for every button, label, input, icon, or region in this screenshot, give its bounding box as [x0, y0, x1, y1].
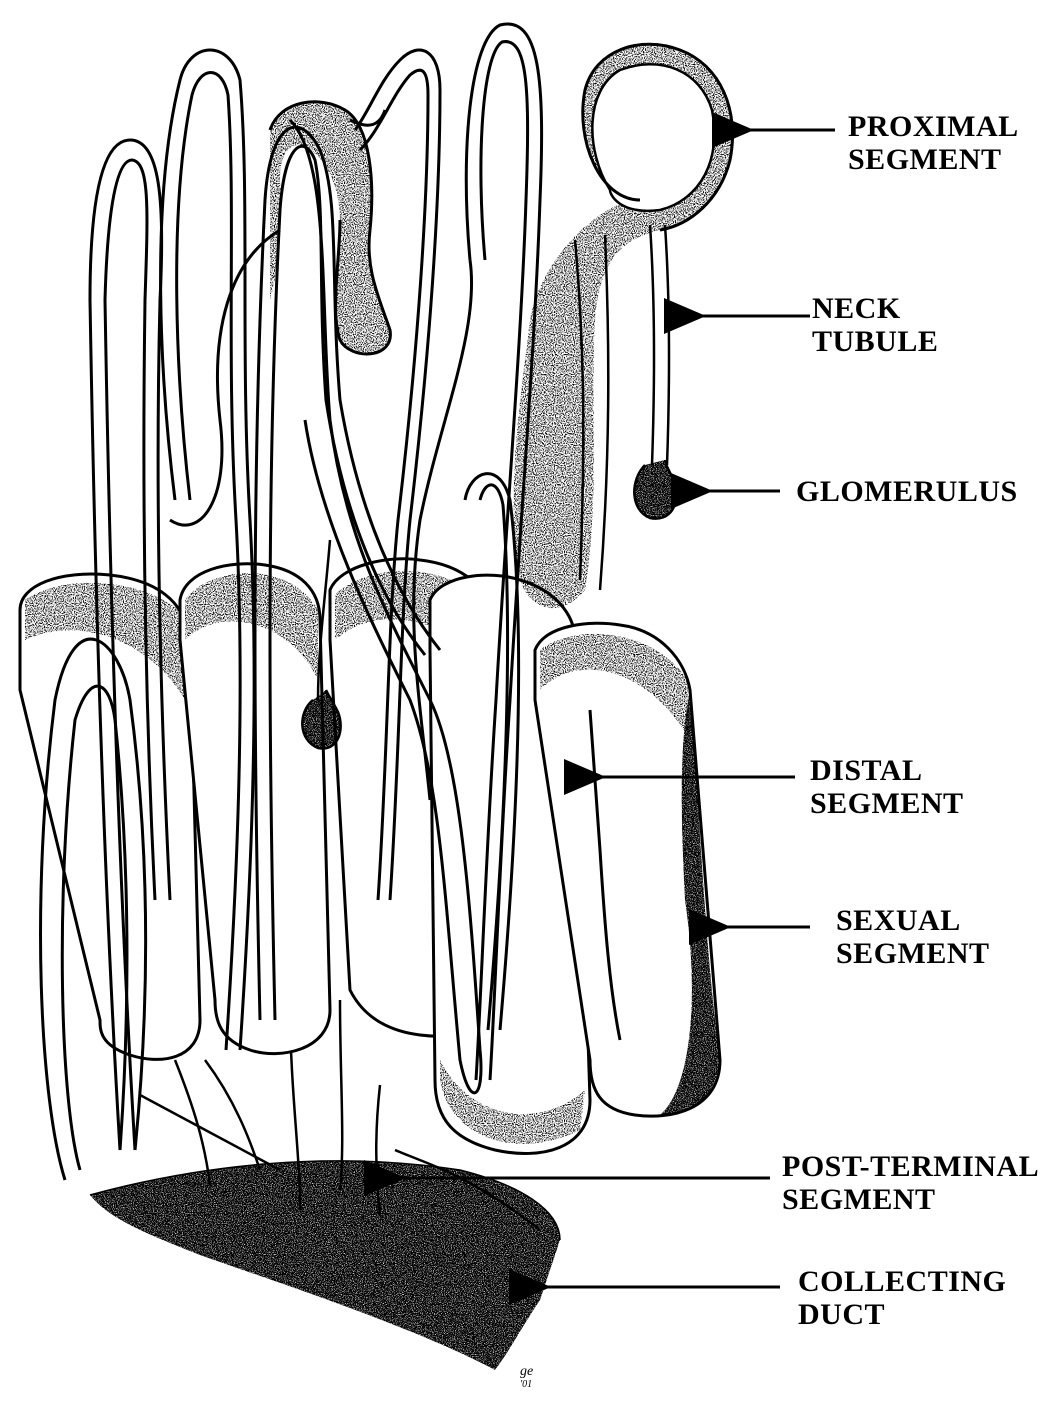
label-post-terminal-segment: POST-TERMINAL SEGMENT — [782, 1150, 1039, 1216]
label-distal-line2: SEGMENT — [810, 787, 964, 820]
label-sexual-segment: SEXUAL SEGMENT — [836, 904, 990, 970]
label-sexual-line1: SEXUAL — [836, 904, 990, 937]
label-post-terminal-line1: POST-TERMINAL — [782, 1150, 1039, 1183]
signature-year: '01 — [520, 1378, 533, 1391]
label-post-terminal-line2: SEGMENT — [782, 1183, 1039, 1216]
label-collecting-duct: COLLECTING DUCT — [798, 1265, 1006, 1331]
neck-tubule — [650, 225, 669, 465]
label-glomerulus-line1: GLOMERULUS — [796, 475, 1018, 508]
artist-signature: ge '01 — [520, 1365, 533, 1391]
label-neck-tubule: NECK TUBULE — [812, 292, 938, 358]
label-distal-line1: DISTAL — [810, 754, 964, 787]
label-proximal-line2: SEGMENT — [848, 143, 1019, 176]
label-glomerulus: GLOMERULUS — [796, 475, 1018, 508]
label-sexual-line2: SEGMENT — [836, 937, 990, 970]
convoluted-tubule-center — [270, 102, 390, 354]
label-distal-segment: DISTAL SEGMENT — [810, 754, 964, 820]
label-neck-line1: NECK — [812, 292, 938, 325]
label-neck-line2: TUBULE — [812, 325, 938, 358]
label-collecting-line2: DUCT — [798, 1298, 1006, 1331]
collecting-duct — [90, 1161, 560, 1370]
proximal-segment — [514, 44, 733, 608]
label-proximal-line1: PROXIMAL — [848, 110, 1019, 143]
label-collecting-line1: COLLECTING — [798, 1265, 1006, 1298]
signature-initials: ge — [520, 1365, 533, 1378]
label-proximal-segment: PROXIMAL SEGMENT — [848, 110, 1019, 176]
